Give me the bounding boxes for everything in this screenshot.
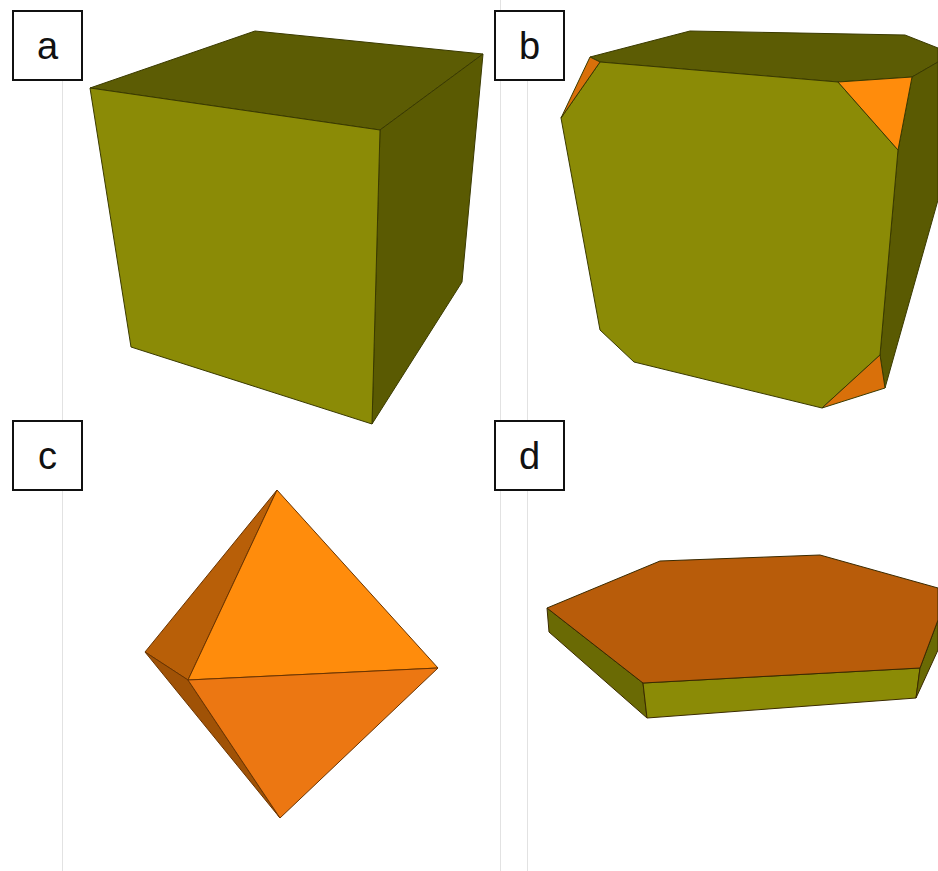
panel-label-box: a — [12, 10, 83, 81]
panel-letter: c — [38, 437, 57, 475]
panel-letter: b — [519, 27, 540, 65]
cube — [90, 31, 483, 424]
hexagonal-plate — [547, 555, 938, 718]
panel-label-box: c — [12, 420, 83, 491]
octahedron — [145, 490, 438, 818]
panel-letter: d — [519, 437, 540, 475]
panel-label-box: d — [494, 420, 565, 491]
panel-label-box: b — [494, 10, 565, 81]
truncated-cube — [561, 31, 938, 408]
panel-divider — [63, 0, 528, 871]
panel-letter: a — [37, 27, 58, 65]
